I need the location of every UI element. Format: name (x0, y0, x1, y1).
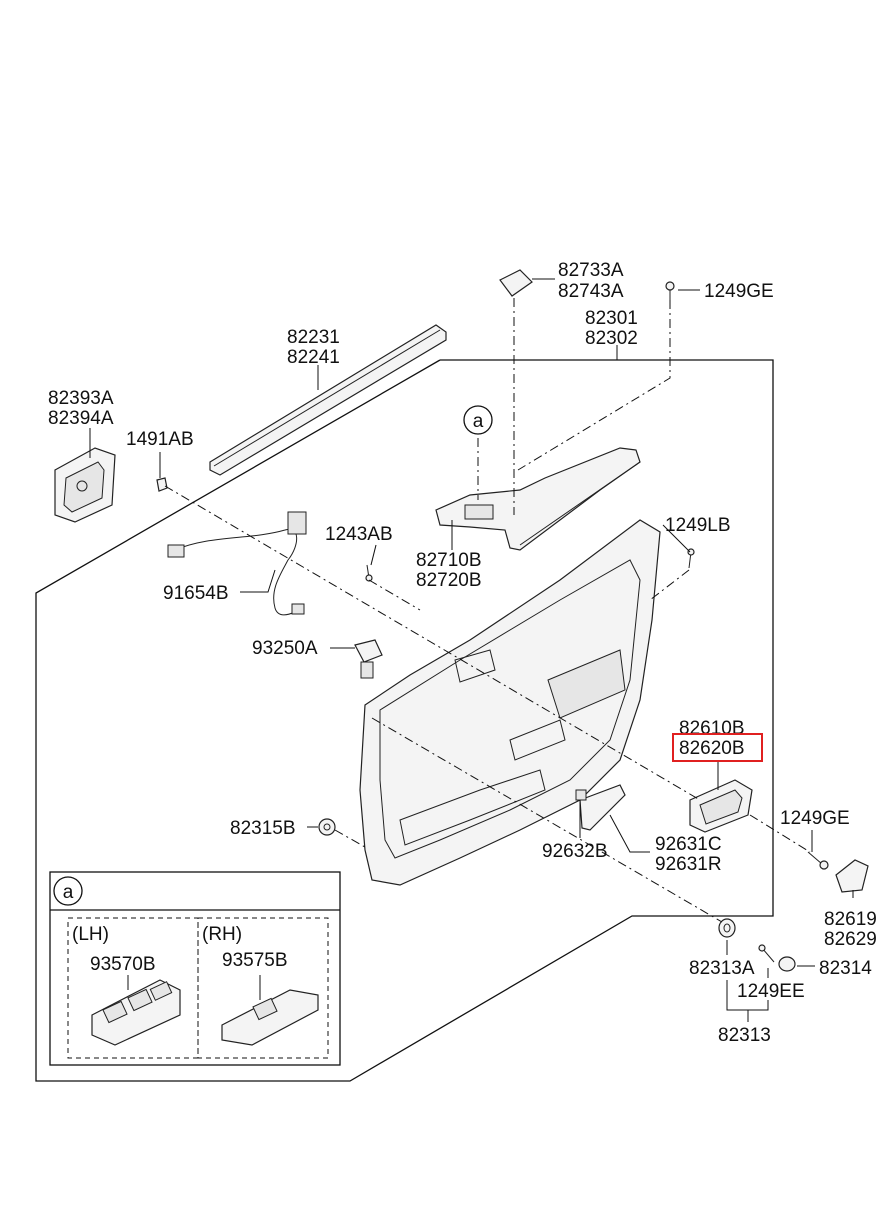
wiring-91654B-part (167, 511, 307, 616)
clip-1491AB-part (156, 477, 168, 492)
align-line-1249LB (649, 569, 690, 601)
screw-1249GE-top-part (665, 281, 675, 300)
switch-93250A-part (354, 639, 383, 679)
inset-rh-label: (RH) (202, 924, 242, 945)
label-92632B: 92632B (542, 841, 608, 862)
inset-frame (49, 871, 341, 1066)
screw-1243AB-part (365, 564, 373, 582)
cover-82733A-part (499, 269, 533, 297)
label-1249GE-top: 1249GE (704, 281, 774, 302)
label-1491AB: 1491AB (126, 429, 194, 450)
align-line-1491AB (164, 485, 701, 801)
inset-rh-box (197, 917, 329, 1059)
label-1249GE-right: 1249GE (780, 808, 850, 829)
inset-callout-a-circle (53, 876, 83, 906)
align-line-panel-to-handle (371, 717, 723, 923)
switch-lh-93570B-part (91, 979, 181, 1046)
grommet-82313A-part (718, 918, 736, 938)
label-92631R: 92631R (655, 854, 722, 875)
leader-lines (89, 278, 854, 1022)
screw-1249GE-right-part (807, 851, 829, 870)
cap-82314-part (778, 956, 796, 972)
clip-82315B-part (318, 818, 336, 836)
label-82610B: 82610B (679, 718, 745, 739)
inset-lh-part-label: 93570B (90, 954, 156, 975)
label-82313: 82313 (718, 1025, 771, 1046)
label-82733A: 82733A (558, 260, 624, 281)
label-82620B: 82620B (679, 738, 745, 759)
label-82629: 82629 (824, 929, 877, 950)
inset-callout-a-letter: a (63, 882, 74, 903)
label-82743A: 82743A (558, 281, 624, 302)
screw-1249LB-part (687, 548, 695, 569)
armrest-82710B-part (435, 447, 641, 551)
lamp-92631C-part (575, 784, 626, 831)
label-82394A: 82394A (48, 408, 114, 429)
label-82393A: 82393A (48, 388, 114, 409)
label-1249LB: 1249LB (665, 515, 731, 536)
label-91654B: 91654B (163, 583, 229, 604)
label-82231: 82231 (287, 327, 340, 348)
label-1249EE: 1249EE (737, 981, 805, 1002)
align-line-1249GE-top (517, 300, 671, 471)
label-82314: 82314 (819, 958, 872, 979)
highlight-box-82620B (672, 733, 763, 762)
label-92631C: 92631C (655, 834, 722, 855)
screw-1249EE-part (758, 944, 775, 963)
bracket-82393A-part (54, 447, 116, 523)
callout-a-letter: a (473, 411, 484, 432)
belt-weatherstrip-part (209, 324, 447, 476)
switch-rh-93575B-part (221, 989, 319, 1046)
label-82710B: 82710B (416, 550, 482, 571)
door-trim-panel-part (359, 519, 661, 886)
cap-82619-part (835, 859, 869, 893)
callout-a-circle (463, 405, 493, 435)
inside-handle-82610B-part (689, 779, 753, 833)
inset-rh-part-label: 93575B (222, 950, 288, 971)
label-82313A: 82313A (689, 958, 755, 979)
align-line-1249GE-right (749, 814, 811, 853)
main-frame (35, 359, 774, 1082)
label-82315B: 82315B (230, 818, 296, 839)
label-82301: 82301 (585, 308, 638, 329)
label-1243AB: 1243AB (325, 524, 393, 545)
label-82619: 82619 (824, 909, 877, 930)
label-82241: 82241 (287, 347, 340, 368)
label-93250A: 93250A (252, 638, 318, 659)
label-82302: 82302 (585, 328, 638, 349)
inset-lh-label: (LH) (72, 924, 109, 945)
align-line-1243AB (368, 579, 421, 611)
align-line-82315B (334, 829, 366, 848)
label-82720B: 82720B (416, 570, 482, 591)
